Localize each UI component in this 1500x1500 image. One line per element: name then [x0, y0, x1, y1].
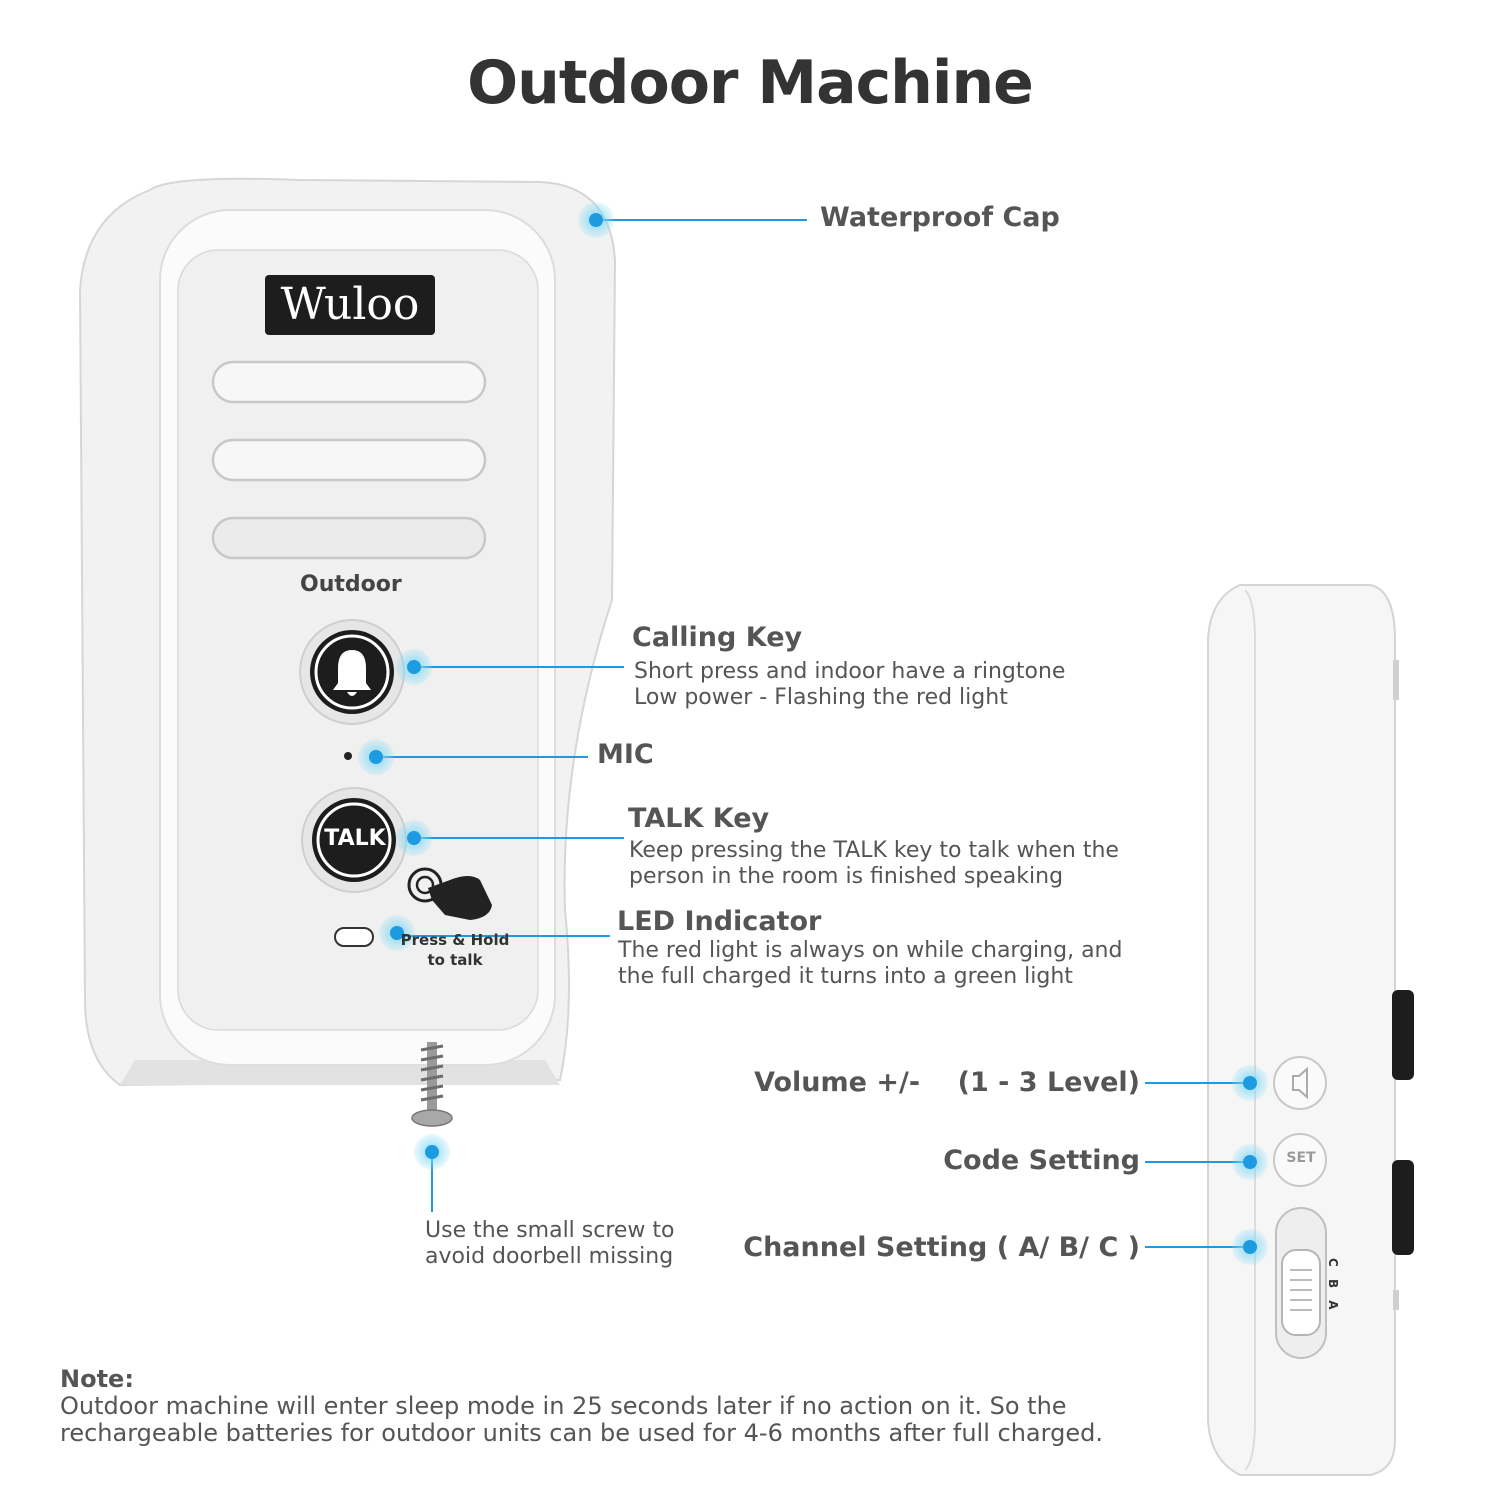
page-title: Outdoor Machine	[467, 48, 1034, 118]
code-setting-label: Code Setting	[943, 1145, 1140, 1176]
press-hint-line: to talk	[427, 951, 483, 969]
note-line: Outdoor machine will enter sleep mode in…	[60, 1392, 1067, 1420]
calling-key-description: Short press and indoor have a ringtone L…	[634, 659, 1065, 711]
led-indicator-light	[334, 927, 374, 947]
speaker-icon	[1292, 1066, 1308, 1100]
set-button-label: SET	[1286, 1150, 1316, 1166]
description-line: the full charged it turns into a green l…	[618, 964, 1073, 989]
unit-label: Outdoor	[300, 572, 402, 597]
volume-button	[1273, 1056, 1327, 1110]
volume-label: Volume +/- (1 - 3 Level)	[754, 1067, 1140, 1098]
code-setting-button	[1273, 1133, 1327, 1187]
footer-note: Note: Outdoor machine will enter sleep m…	[60, 1366, 1103, 1447]
description-line: person in the room is finished speaking	[629, 864, 1064, 889]
led-indicator-description: The red light is always on while chargin…	[618, 938, 1122, 990]
talk-key-label: TALK Key	[628, 803, 770, 834]
channel-letters: C B A	[1326, 1258, 1340, 1314]
waterproof-cap-label: Waterproof Cap	[820, 202, 1060, 233]
note-line: rechargeable batteries for outdoor units…	[60, 1419, 1103, 1447]
press-hand-icon	[407, 867, 492, 920]
speaker-grill	[211, 360, 487, 404]
description-line: Keep pressing the TALK key to talk when …	[629, 838, 1119, 863]
bell-icon	[333, 650, 371, 696]
speaker-grill	[211, 516, 487, 560]
description-line: The red light is always on while chargin…	[618, 938, 1123, 963]
calling-key-label: Calling Key	[632, 622, 803, 653]
callout-lines	[376, 219, 1250, 1248]
description-line: Low power - Flashing the red light	[634, 685, 1008, 710]
screw-note-line: Use the small screw to	[425, 1218, 675, 1243]
talk-button-label: TALK	[324, 826, 386, 851]
channel-setting-label: Channel Setting ( A/ B/ C )	[743, 1232, 1140, 1263]
note-heading: Note:	[60, 1365, 134, 1393]
callout-dots	[358, 202, 1268, 1265]
speaker-grill	[211, 438, 487, 482]
mic-label: MIC	[597, 739, 654, 770]
screw-note-line: avoid doorbell missing	[425, 1244, 674, 1269]
description-line: Short press and indoor have a ringtone	[634, 659, 1066, 684]
press-hint-line: Press & Hold	[400, 931, 510, 949]
talk-key-description: Keep pressing the TALK key to talk when …	[629, 838, 1119, 890]
screw	[411, 1042, 453, 1127]
led-indicator-label: LED Indicator	[617, 906, 822, 937]
press-hint: Press & Hold to talk	[400, 930, 510, 970]
screw-note: Use the small screw to avoid doorbell mi…	[425, 1218, 675, 1270]
brand-logo: Wuloo	[265, 275, 435, 335]
mic-hole	[344, 752, 352, 760]
side-view-device	[1207, 584, 1414, 1476]
